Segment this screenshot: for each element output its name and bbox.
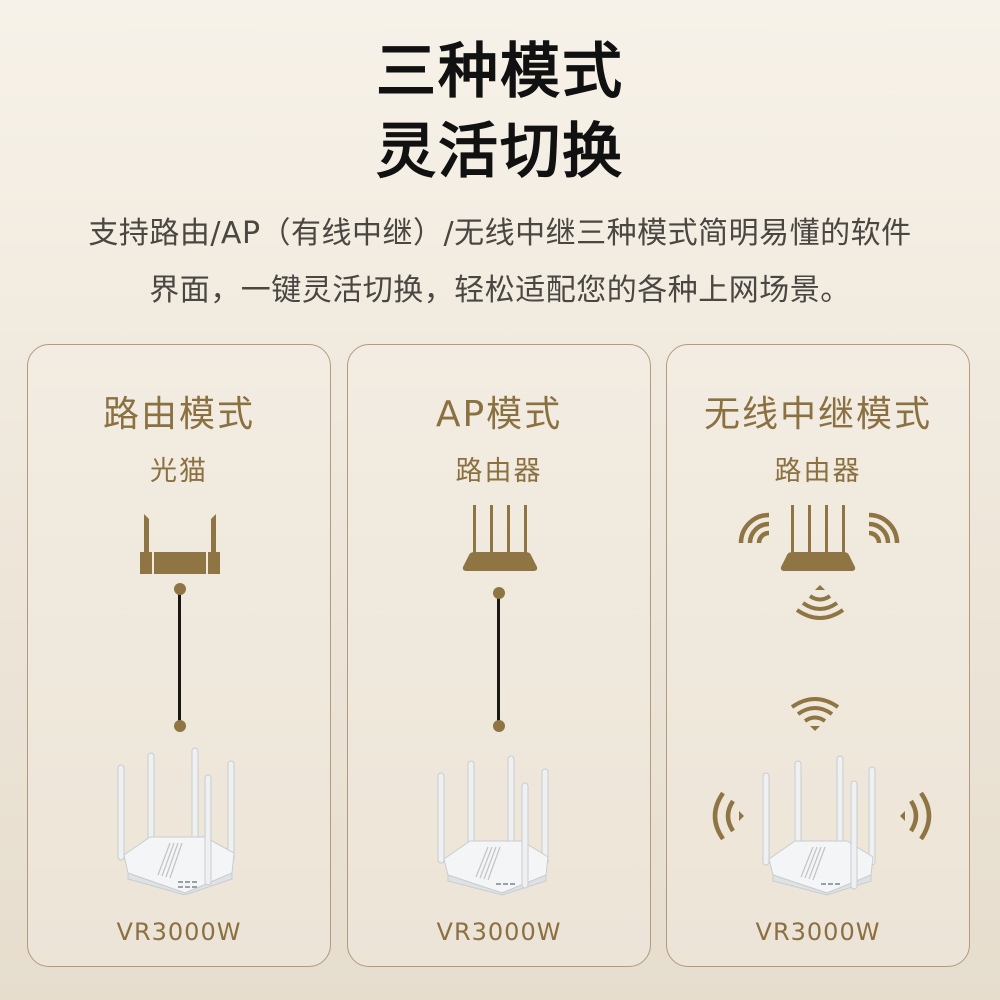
vr3000w-router-image [762,755,876,896]
upstream-device-label: 路由器 [774,456,862,487]
upstream-device-label: 光猫 [150,456,208,487]
model-label: VR3000W [116,918,242,946]
model-label: VR3000W [436,918,562,946]
connection-dot-top [493,587,505,599]
vr3000w-router-image [437,755,549,896]
card-wireless-repeater-mode: 无线中继模式 路由器 [666,344,970,967]
mode-title: AP模式 [435,394,563,435]
description-line2: 界面，一键灵活切换，轻松适配您的各种上网场景。 [149,273,851,308]
modem-icon [140,514,220,574]
wifi-signal-side-left-icon [712,791,744,841]
page-title-line2: 灵活切换 [376,117,624,187]
description-line1: 支持路由/AP（有线中继）/无线中继三种模式简明易懂的软件 [88,216,912,251]
wired-connection-line [497,593,500,726]
wifi-signal-down-icon [795,585,845,620]
connection-dot-bottom [174,720,186,732]
wifi-signal-left-icon [738,512,770,544]
page-title-line1: 三种模式 [376,37,624,107]
wifi-signal-right-icon [868,512,900,544]
router-icon [462,505,538,571]
mode-title: 无线中继模式 [703,394,932,435]
wifi-signal-side-right-icon [900,791,932,841]
wired-connection-line [178,589,181,726]
connection-dot-top [174,583,186,595]
card-ap-mode: AP模式 路由器 VR3000W [347,344,651,967]
mode-title: 路由模式 [102,394,255,435]
upstream-device-label: 路由器 [455,456,543,487]
vr3000w-router-image [117,747,235,895]
model-label: VR3000W [755,918,881,946]
card-router-mode: 路由模式 光猫 [27,344,331,967]
router-icon [780,505,856,571]
wifi-signal-up-icon [790,697,840,731]
connection-dot-bottom [493,720,505,732]
